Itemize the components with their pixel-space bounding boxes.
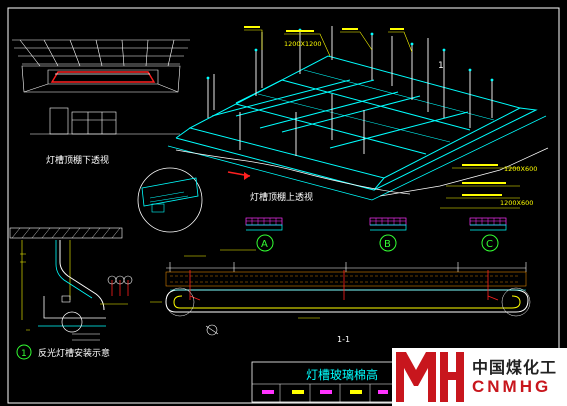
side-panel-dim-1: 1200X600 — [504, 165, 537, 173]
sheet-border — [7, 7, 560, 404]
grid-panel-dim: 1200X1200 — [284, 40, 322, 48]
svg-text:A: A — [261, 239, 268, 250]
ceiling-band — [175, 149, 411, 195]
mh-logo-icon — [396, 352, 464, 402]
watermark: 中国煤化工 CNMHG — [392, 348, 567, 406]
section-1-1 — [150, 249, 531, 336]
upper-callout-number: 1 — [438, 61, 444, 71]
hanger-rods — [207, 26, 493, 156]
section-label: 1-1 — [337, 335, 350, 344]
svg-text:B: B — [384, 239, 391, 250]
lower-perspective-title: 灯槽顶棚下透视 — [46, 154, 109, 166]
upper-perspective-view — [167, 55, 547, 201]
install-caption: 反光灯槽安装示意 — [38, 347, 110, 359]
detail-A: A — [245, 217, 283, 252]
detail-B: B — [369, 217, 407, 252]
rod-ends — [206, 28, 494, 82]
callout-leaders — [244, 29, 520, 209]
drawing-title: 灯槽玻璃棉高 — [306, 367, 378, 382]
lower-perspective-view — [12, 39, 190, 135]
install-number-circle — [16, 344, 32, 360]
upper-perspective-title: 灯槽顶棚上透视 — [250, 191, 313, 203]
install-number: 1 — [21, 349, 27, 359]
callout-text-stubs — [244, 26, 506, 196]
red-glass-panel — [50, 71, 156, 83]
svg-text:C: C — [486, 239, 493, 250]
detail-C: C — [469, 217, 507, 252]
side-panel-dim-2: 1200X600 — [500, 199, 533, 207]
zoom-detail — [137, 167, 203, 233]
install-detail — [9, 227, 133, 341]
watermark-en: CNMHG — [472, 377, 552, 396]
watermark-cn: 中国煤化工 — [472, 358, 558, 377]
